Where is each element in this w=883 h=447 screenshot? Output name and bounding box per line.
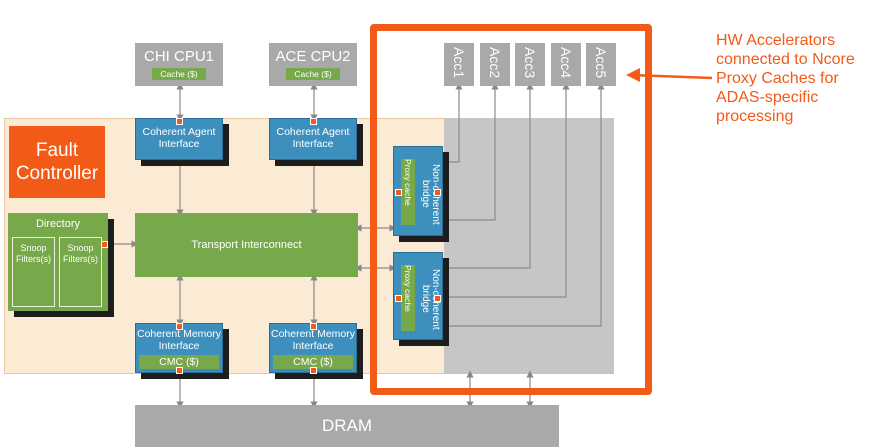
accelerator-acc4: Acc4 (551, 43, 581, 86)
cmi1-label: Coherent Memory Interface (136, 328, 222, 352)
proxy-cache-2: Proxy cache (401, 265, 415, 331)
coherent-agent-interface-2: Coherent Agent Interface (269, 118, 357, 160)
cpu1-title: CHI CPU1 (143, 48, 214, 65)
directory-title: Directory (35, 218, 80, 230)
dram-block: DRAM (135, 405, 559, 447)
transport-label: Transport Interconnect (191, 239, 302, 251)
fault-controller: Fault Controller (9, 126, 105, 198)
cmi1-cmc: CMC ($) (139, 355, 219, 369)
cpu1-cache: Cache ($) (152, 68, 206, 80)
coherent-memory-interface-2: Coherent Memory Interface CMC ($) (269, 323, 357, 374)
accelerator-highlight-frame (370, 24, 652, 395)
fault-controller-label: Fault Controller (15, 140, 99, 184)
accelerator-acc2: Acc2 (480, 43, 510, 86)
proxy-cache-1: Proxy cache (401, 159, 415, 225)
cai1-label: Coherent Agent Interface (142, 126, 216, 150)
snoop-filter-1: Snoop Filters(s) (12, 237, 55, 307)
cmi2-label: Coherent Memory Interface (270, 328, 356, 352)
cpu2-block: ACE CPU2 Cache ($) (269, 43, 357, 86)
transport-interconnect: Transport Interconnect (135, 213, 358, 277)
coherent-agent-interface-1: Coherent Agent Interface (135, 118, 223, 160)
cpu1-block: CHI CPU1 Cache ($) (135, 43, 223, 86)
cpu2-title: ACE CPU2 (275, 48, 351, 65)
accelerator-acc5: Acc5 (586, 43, 616, 86)
directory-block: Directory Snoop Filters(s) Snoop Filters… (8, 213, 108, 311)
non-coherent-bridge-1: Proxy cache Non-coherent bridge (393, 146, 443, 236)
cpu2-cache: Cache ($) (286, 68, 340, 80)
accelerator-acc3: Acc3 (515, 43, 545, 86)
cai2-label: Coherent Agent Interface (276, 126, 350, 150)
snoop-filter-2: Snoop Filters(s) (59, 237, 102, 307)
dram-label: DRAM (321, 416, 373, 435)
non-coherent-bridge-2: Proxy cache Non-coherent bridge (393, 252, 443, 340)
cmi2-cmc: CMC ($) (273, 355, 353, 369)
annotation-text: HW Accelerators connected to Ncore Proxy… (716, 32, 855, 125)
coherent-memory-interface-1: Coherent Memory Interface CMC ($) (135, 323, 223, 374)
accelerator-acc1: Acc1 (444, 43, 474, 86)
